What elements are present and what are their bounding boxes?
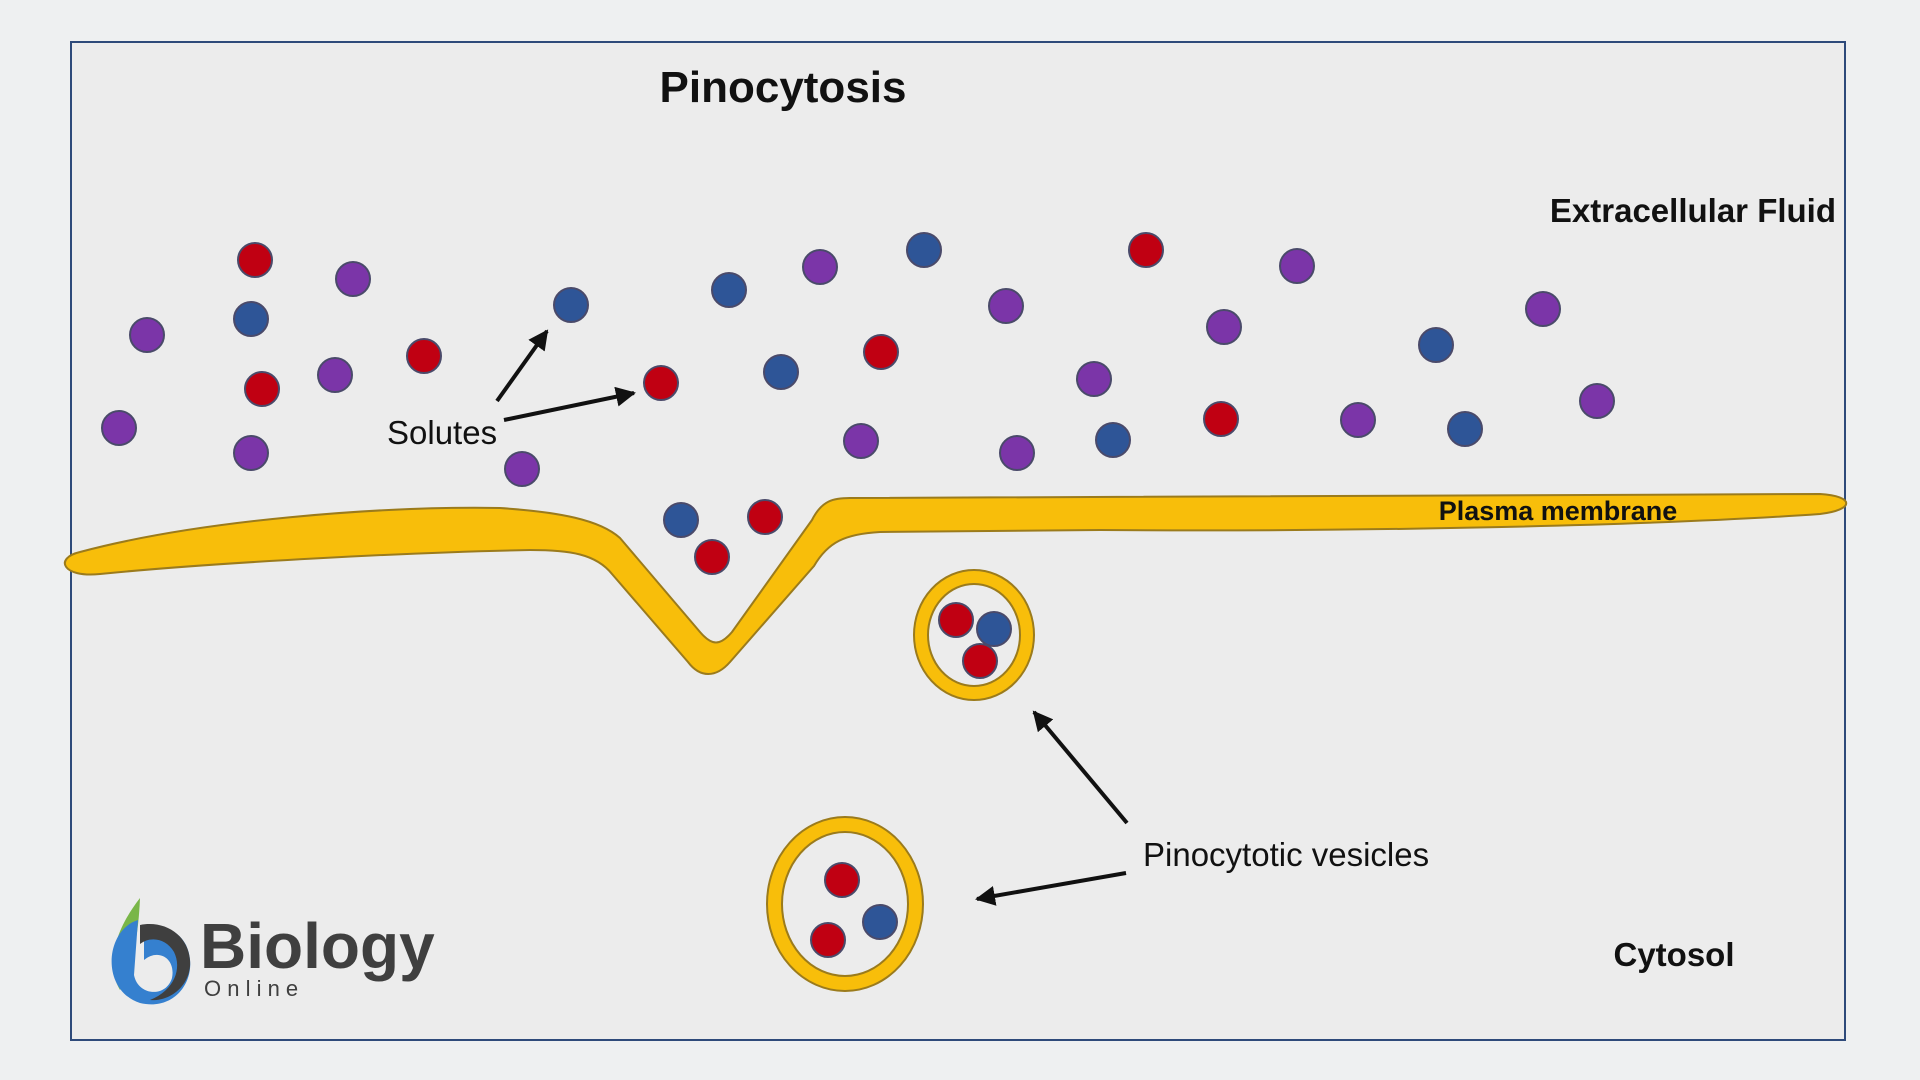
solute-red xyxy=(694,539,730,575)
solute-purple xyxy=(999,435,1035,471)
solute-blue xyxy=(906,232,942,268)
diagram-title: Pinocytosis xyxy=(660,63,907,112)
solute-purple xyxy=(1076,361,1112,397)
solute-red xyxy=(1203,401,1239,437)
solute-purple xyxy=(988,288,1024,324)
plasma-membrane-label: Plasma membrane xyxy=(1439,496,1678,526)
solute-purple xyxy=(1525,291,1561,327)
solute-blue xyxy=(862,904,898,940)
solute-purple xyxy=(233,435,269,471)
solute-blue xyxy=(553,287,589,323)
solute-red xyxy=(406,338,442,374)
solute-blue xyxy=(233,301,269,337)
solute-red xyxy=(643,365,679,401)
solute-purple xyxy=(1206,309,1242,345)
solute-purple xyxy=(843,423,879,459)
solute-purple xyxy=(1279,248,1315,284)
cytosol-label: Cytosol xyxy=(1613,936,1734,973)
solute-purple xyxy=(802,249,838,285)
pinocytotic-vesicle xyxy=(913,569,1035,701)
vesicles-arrow-lower xyxy=(975,871,1127,906)
logo-tagline: O n l i n e xyxy=(204,976,298,1001)
vesicles-arrow-upper xyxy=(1032,710,1129,825)
solute-blue xyxy=(1095,422,1131,458)
solute-purple xyxy=(101,410,137,446)
solute-purple xyxy=(1579,383,1615,419)
solute-blue xyxy=(1447,411,1483,447)
biology-online-logo: Biology O n l i n e xyxy=(111,898,435,1005)
solute-purple xyxy=(317,357,353,393)
solute-blue xyxy=(976,611,1012,647)
solute-red xyxy=(938,602,974,638)
plasma-membrane xyxy=(63,493,1848,675)
solute-blue xyxy=(711,272,747,308)
solute-purple xyxy=(504,451,540,487)
solute-purple xyxy=(1340,402,1376,438)
solute-red xyxy=(810,922,846,958)
solute-red xyxy=(824,862,860,898)
solute-red xyxy=(863,334,899,370)
solutes-arrow-red xyxy=(503,386,636,422)
logo-dark-swirl-icon xyxy=(140,924,191,1001)
extracellular-fluid-label: Extracellular Fluid xyxy=(1550,192,1836,229)
solute-blue xyxy=(763,354,799,390)
solute-red xyxy=(962,643,998,679)
solute-red xyxy=(244,371,280,407)
pinocytotic-vesicle xyxy=(766,816,924,992)
solute-red xyxy=(1128,232,1164,268)
solute-particles xyxy=(101,232,1615,575)
solute-purple xyxy=(129,317,165,353)
solute-blue xyxy=(663,502,699,538)
solute-blue xyxy=(1418,327,1454,363)
solutes-label: Solutes xyxy=(387,414,497,451)
solute-purple xyxy=(335,261,371,297)
solutes-arrow-blue xyxy=(495,329,549,403)
solute-red xyxy=(237,242,273,278)
solute-red xyxy=(747,499,783,535)
logo-name: Biology xyxy=(200,910,435,982)
pinocytotic-vesicles-label: Pinocytotic vesicles xyxy=(1143,836,1429,873)
